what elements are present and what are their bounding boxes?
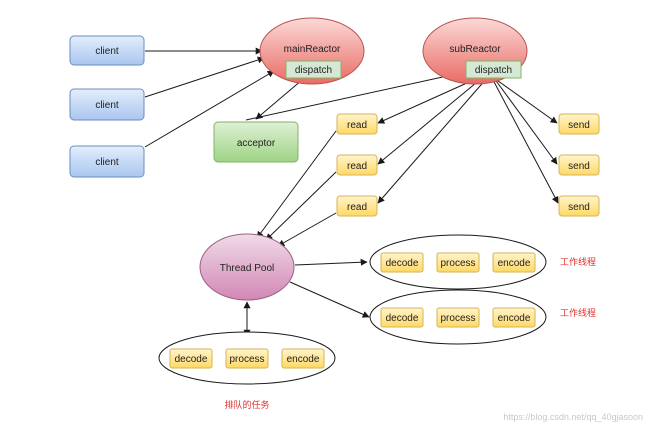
sub-dispatch-label: dispatch (475, 65, 512, 76)
read-1-label: read (347, 120, 367, 131)
send-3: send (558, 195, 600, 217)
client-1-label: client (95, 46, 119, 57)
main-reactor: mainReactor dispatch (259, 17, 365, 85)
worker-2-decode: decode (386, 313, 419, 324)
worker-2-caption: 工作线程 (560, 307, 596, 319)
read-3-label: read (347, 202, 367, 213)
client-3: client (69, 145, 145, 178)
thread-pool-label: Thread Pool (220, 263, 274, 274)
edge-read1-threadpool (256, 130, 337, 239)
edge-subdispatch-send2 (493, 77, 558, 165)
worker-1-process: process (440, 258, 475, 269)
worker-1-encode: encode (498, 258, 531, 269)
worker-2-process: process (440, 313, 475, 324)
edge-client3-mainreactor (144, 70, 275, 148)
send-1-label: send (568, 120, 590, 131)
sub-reactor: subReactor dispatch (422, 17, 528, 85)
main-dispatch-label: dispatch (295, 65, 332, 76)
edge-read3-threadpool (277, 212, 337, 247)
thread-pool: Thread Pool (199, 233, 295, 301)
edge-threadpool-worker1 (294, 258, 368, 266)
main-reactor-label: mainReactor (284, 44, 341, 55)
acceptor-label: acceptor (237, 138, 276, 149)
queue-caption: 排队的任务 (224, 399, 269, 411)
task-queue: decode process encode (158, 331, 336, 385)
client-2-label: client (95, 100, 119, 111)
edge-subdispatch-send3 (491, 77, 559, 204)
edge-read2-threadpool (265, 171, 337, 241)
send-1: send (558, 113, 600, 135)
send-2-label: send (568, 161, 590, 172)
sub-reactor-label: subReactor (449, 44, 501, 55)
queue-decode: decode (175, 354, 208, 365)
edge-threadpool-worker2 (289, 281, 370, 318)
watermark: https://blog.csdn.net/qq_40gjasoon (503, 412, 643, 422)
read-2-label: read (347, 161, 367, 172)
worker-1-decode: decode (386, 258, 419, 269)
send-2: send (558, 154, 600, 176)
worker-thread-1: decode process encode (369, 234, 547, 290)
client-1: client (69, 35, 145, 66)
send-3-label: send (568, 202, 590, 213)
acceptor: acceptor (213, 121, 299, 163)
edges (144, 47, 559, 337)
client-2: client (69, 88, 145, 121)
worker-2-encode: encode (498, 313, 531, 324)
edge-acceptor-subdispatch (245, 68, 471, 121)
read-1: read (336, 113, 378, 135)
edge-maindispatch-acceptor (255, 79, 303, 120)
edge-subdispatch-read3 (377, 77, 488, 204)
queue-encode: encode (287, 354, 320, 365)
edge-subdispatch-read1 (377, 77, 479, 124)
edge-subdispatch-read2 (377, 77, 483, 165)
read-3: read (336, 195, 378, 217)
worker-1-caption: 工作线程 (560, 256, 596, 268)
read-2: read (336, 154, 378, 176)
edge-subdispatch-send1 (493, 77, 558, 124)
worker-thread-2: decode process encode (369, 289, 547, 345)
client-3-label: client (95, 157, 119, 168)
edge-client2-mainreactor (144, 56, 265, 98)
queue-process: process (229, 354, 264, 365)
